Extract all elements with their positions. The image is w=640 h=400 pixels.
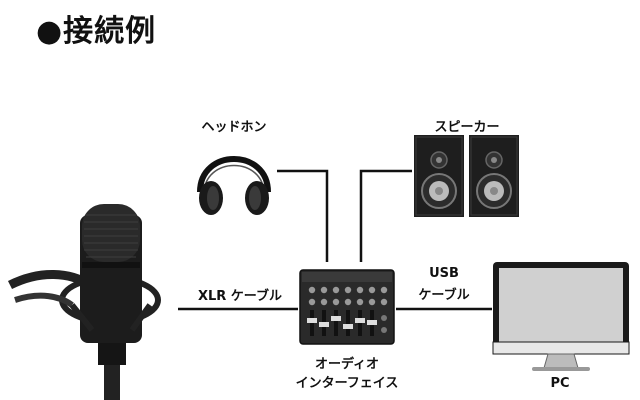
speakers-label: スピーカー [434, 120, 500, 135]
usb-label-line1: USB [429, 266, 459, 281]
speakers-icon [414, 135, 519, 217]
interface-label-line1: オーディオ [314, 357, 380, 372]
pc-label: PC [550, 376, 570, 391]
interface-label-line2: インターフェイス [295, 376, 399, 391]
usb-label-line2: ケーブル [418, 288, 470, 303]
headphone-cable [277, 169, 329, 262]
page-title: ●接続例 [36, 14, 157, 49]
pc-monitor-icon [492, 262, 630, 371]
headphones-label: ヘッドホン [201, 120, 267, 135]
speaker-left-icon [414, 135, 464, 217]
speaker-right-icon [469, 135, 519, 217]
xlr-cable-label: XLR ケーブル [197, 289, 283, 304]
connection-lines [178, 169, 492, 311]
speaker-cable [359, 169, 412, 262]
audio-interface-icon [299, 269, 395, 345]
headphones-icon [197, 156, 271, 215]
microphone-icon [7, 204, 161, 400]
